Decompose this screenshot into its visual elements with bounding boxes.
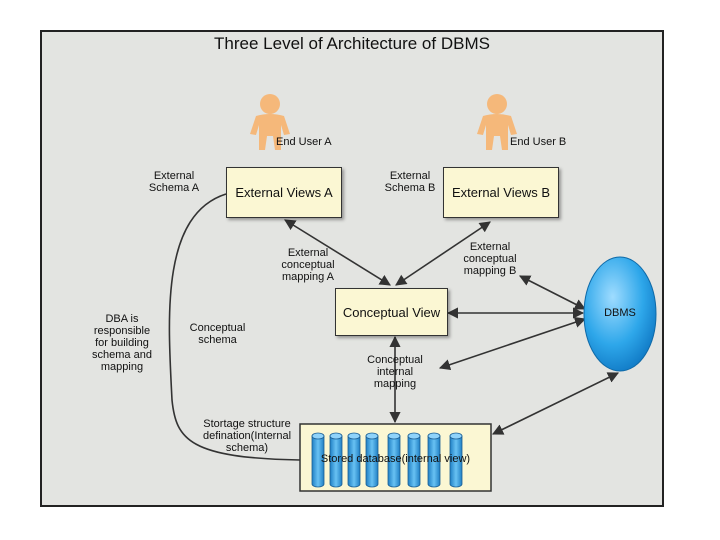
diagram-title: Three Level of Architecture of DBMS xyxy=(214,34,490,53)
external-schema-a-label: External Schema A xyxy=(148,170,200,194)
end-user-a-label: End User A xyxy=(276,136,332,148)
storage-structure-label: Stortage structure defination(Internal s… xyxy=(202,418,292,454)
database-cylinder-icon xyxy=(365,432,379,488)
conceptual-view-box: Conceptual View xyxy=(335,288,448,336)
external-views-a-box: External Views A xyxy=(226,167,342,218)
database-cylinder-icon xyxy=(347,432,361,488)
conceptual-schema-label: Conceptual schema xyxy=(189,322,246,346)
database-cylinder-icon xyxy=(449,432,463,488)
end-user-b-label: End User B xyxy=(510,136,567,148)
dba-label: DBA is responsible for building schema a… xyxy=(92,313,152,373)
ext-conceptual-mapping-a-label: External conceptual mapping A xyxy=(281,247,335,283)
ext-conceptual-mapping-b-label: External conceptual mapping B xyxy=(463,241,517,277)
dbms-label: DBMS xyxy=(604,307,636,319)
database-cylinder-icon xyxy=(329,432,343,488)
person-icon xyxy=(250,94,290,150)
database-cylinder-icon xyxy=(311,432,325,488)
database-cylinder-icon xyxy=(407,432,421,488)
arrow-int-map-dbms xyxy=(438,316,587,371)
arrow-extB-conceptual xyxy=(395,221,491,286)
person-icon xyxy=(477,94,517,150)
arrow-map-b-dbms xyxy=(519,275,586,310)
database-cylinder-icon xyxy=(387,432,401,488)
stored-database-label: Stored database(internal view) xyxy=(320,453,471,465)
external-schema-b-label: External Schema B xyxy=(384,170,436,194)
dba-curve xyxy=(168,193,301,461)
database-cylinder-icon xyxy=(427,432,441,488)
arrow-stored-dbms xyxy=(491,372,620,435)
conceptual-internal-mapping-label: Conceptual internal mapping xyxy=(367,354,423,390)
database-cylinders xyxy=(311,432,463,488)
dbms-ellipse xyxy=(583,256,657,372)
arrow-extA-conceptual xyxy=(284,219,391,286)
external-views-b-box: External Views B xyxy=(443,167,559,218)
